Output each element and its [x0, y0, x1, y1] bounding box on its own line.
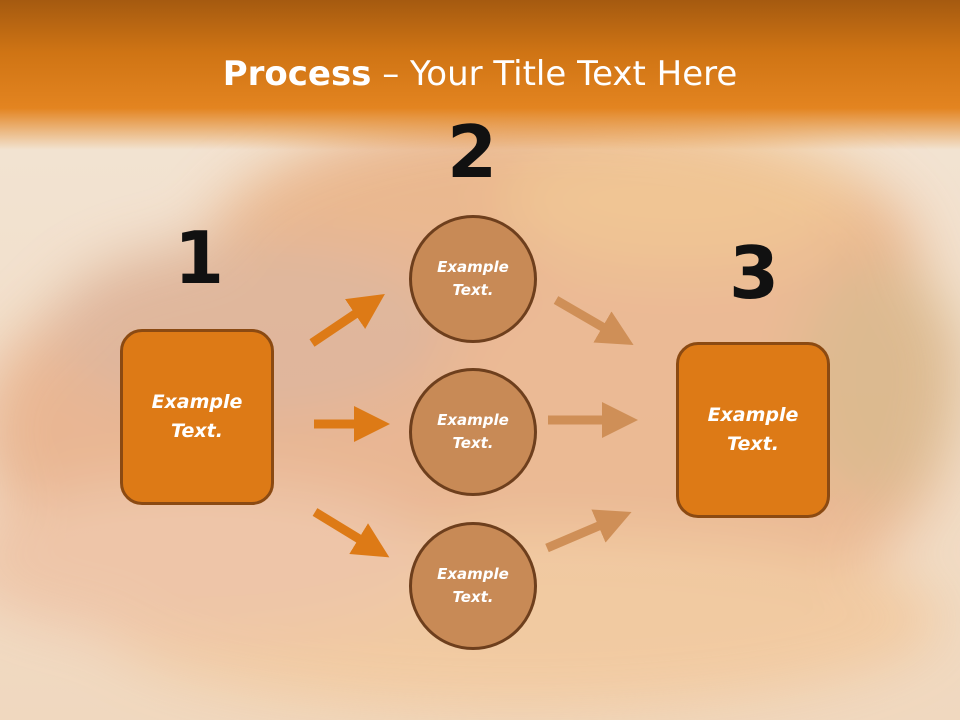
step3-label: Example Text.: [707, 404, 799, 455]
arrow-2a-to-3: [553, 296, 634, 346]
arrow-1-to-2a: [309, 293, 385, 347]
header-band: [0, 0, 960, 150]
arrow-2c-to-3: [545, 509, 632, 553]
step2-circle-middle: Example Text.: [409, 368, 537, 496]
step-number-2: 2: [446, 110, 498, 194]
title-bold: Process: [222, 54, 372, 94]
step2-top-label: Example Text.: [437, 258, 509, 299]
step-number-1: 1: [173, 216, 225, 300]
slide-title: Process – Your Title Text Here: [0, 50, 960, 98]
step-number-3: 3: [728, 231, 780, 315]
step2-circle-bottom: Example Text.: [409, 522, 537, 650]
step2-middle-label: Example Text.: [437, 411, 509, 452]
step2-bottom-label: Example Text.: [437, 565, 509, 606]
title-rest: – Your Title Text Here: [371, 54, 738, 94]
step1-box: Example Text.: [120, 329, 274, 505]
step3-box: Example Text.: [676, 342, 830, 518]
step2-circle-top: Example Text.: [409, 215, 537, 343]
arrow-1-to-2c: [312, 508, 390, 558]
step1-label: Example Text.: [151, 391, 243, 442]
